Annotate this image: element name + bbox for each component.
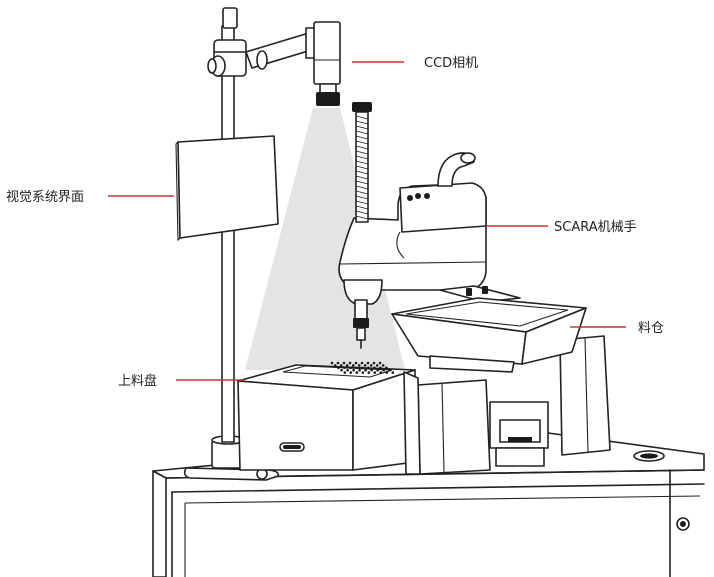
screw-thread [355,150,369,155]
tray-grid [330,361,395,374]
tray-part-dot [352,368,355,372]
screw-thread [355,200,369,205]
screw-thread [355,135,369,140]
screw-thread [355,125,369,130]
tray-part-dot [343,371,347,374]
screw-thread [355,215,369,220]
tray-part-dot [367,371,371,374]
tray-part-dot [357,364,361,367]
tray-part-dot [379,371,383,374]
tray-part-dot [376,368,379,372]
screw-thread [355,205,369,210]
screw-thread [355,180,369,185]
tray-part-dot [346,368,349,372]
tray-part-dot [336,361,340,365]
loading-tray-box [237,364,416,471]
tray-part-dot [373,366,376,370]
tray-part-dot [385,371,389,374]
tray-part-dot [367,366,370,370]
tray-part-dot [343,366,346,370]
vision-monitor [175,135,279,242]
label-scara-robot: SCARA机械手 [554,220,637,235]
tray-part-dot [330,361,334,365]
tray-part-dot [358,368,361,372]
tray-part-dot [366,361,370,365]
tray-part-dot [337,366,340,370]
label-ccd-camera: CCD相机 [424,56,478,71]
screw-thread [355,195,369,200]
tray-part-dot [373,371,377,374]
screw-thread [355,190,369,195]
tray-part-dot [355,371,359,374]
tray-part-dot [369,364,373,367]
tray-part-dot [370,368,373,372]
tray-part-dot [391,371,395,374]
label-bin: 料仓 [638,321,664,336]
tray-part-dot [364,368,367,372]
tray-part-dot [381,364,385,367]
screw-thread [355,160,369,165]
tray-part-dot [388,368,391,372]
tray-part-dot [363,364,367,367]
tray-part-dot [348,361,352,365]
tray-part-dot [333,364,337,367]
label-vision-interface: 视觉系统界面 [6,190,84,205]
tray-part-dot [361,366,364,370]
leader-lines [108,61,626,381]
screw-thread [355,185,369,190]
vertical-rod [221,7,238,443]
tray-part-dot [339,364,343,367]
screw-thread [355,145,369,150]
screw-thread [355,155,369,160]
tray-part-dot [340,368,343,372]
screw-thread [355,170,369,175]
tray-part-dot [379,366,382,370]
screw-thread [355,165,369,170]
tray-part-dot [351,364,355,367]
tray-part-dot [361,371,365,374]
tray-part-dot [349,371,353,374]
tray-part-dot [354,361,358,365]
tray-part-dot [378,361,382,365]
tray-part-dot [372,361,376,365]
screw-thread [355,140,369,145]
tray-part-dot [385,366,388,370]
screw-thread [355,175,369,180]
material-bin [391,286,587,373]
camera-arm [207,31,319,77]
tray-part-dot [360,361,364,365]
label-loading-tray: 上料盘 [118,373,157,389]
tray-part-dot [355,366,358,370]
ccd-camera [305,21,341,106]
tray-part-dot [375,364,379,367]
tray-part-dot [382,368,385,372]
screw-thread [355,210,369,215]
tray-part-dot [345,364,349,367]
tray-part-dot [342,361,346,365]
tray-part-dot [349,366,352,370]
screw-thread [355,120,369,125]
scara-robot [338,102,611,475]
screw-thread [355,115,369,120]
screw-thread [355,130,369,135]
